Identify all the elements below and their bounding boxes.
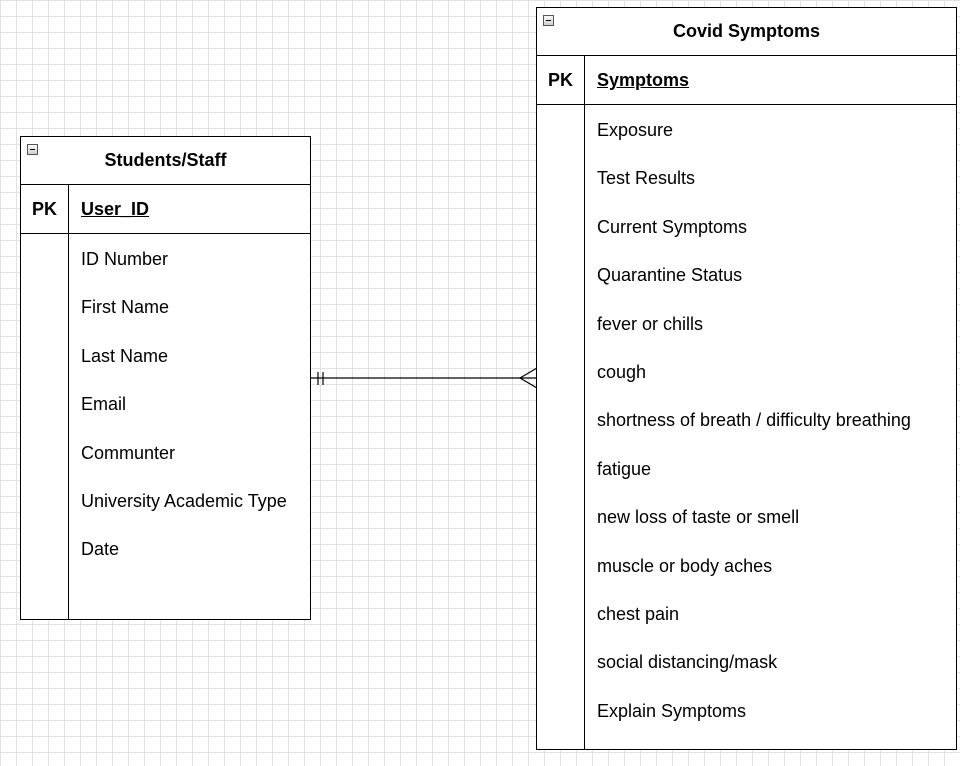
attribute-quarantine-status[interactable]: Quarantine Status [597, 265, 743, 286]
attribute-explain-symptoms[interactable]: Explain Symptoms [597, 700, 747, 721]
attribute-fatigue[interactable]: fatigue [597, 458, 652, 479]
covid-symptoms-pk-row[interactable]: PK Symptoms [537, 56, 956, 105]
students-staff-entity[interactable]: Students/Staff PK User_ID ID Number Firs… [20, 136, 311, 620]
pk-field-user-id[interactable]: User_ID [81, 199, 150, 219]
students-staff-pk-row[interactable]: PK User_ID [21, 185, 310, 234]
attribute-id-number[interactable]: ID Number [81, 249, 169, 269]
attribute-new-loss-of-taste-or-smell[interactable]: new loss of taste or smell [597, 507, 800, 528]
attribute-social-distancing-mask[interactable]: social distancing/mask [597, 652, 778, 673]
collapse-icon[interactable] [27, 144, 38, 155]
attribute-test-results[interactable]: Test Results [597, 168, 696, 189]
crows-foot-lower [519, 377, 538, 389]
collapse-icon[interactable] [543, 15, 554, 26]
key-column [537, 105, 585, 749]
attribute-current-symptoms[interactable]: Current Symptoms [597, 216, 748, 237]
attribute-communter[interactable]: Communter [81, 442, 176, 463]
attribute-shortness-of-breath[interactable]: shortness of breath / difficulty breathi… [597, 410, 911, 431]
key-column [21, 234, 69, 619]
covid-symptoms-entity[interactable]: Covid Symptoms PK Symptoms Exposure Test… [536, 7, 957, 750]
attribute-university-academic-type[interactable]: University Academic Type [81, 490, 287, 511]
covid-symptoms-title: Covid Symptoms [672, 21, 821, 41]
attribute-first-name[interactable]: First Name [81, 297, 170, 318]
attribute-fever-or-chills[interactable]: fever or chills [597, 313, 704, 334]
covid-symptoms-body: Exposure Test Results Current Symptoms Q… [537, 105, 956, 749]
covid-symptoms-attribute-list: Exposure Test Results Current Symptoms Q… [597, 105, 952, 734]
crows-foot-upper [519, 367, 538, 379]
pk-field-symptoms[interactable]: Symptoms [597, 70, 690, 90]
students-staff-title: Students/Staff [104, 150, 227, 170]
students-staff-attribute-list: ID Number First Name Last Name Email Com… [81, 234, 306, 573]
attribute-exposure[interactable]: Exposure [597, 120, 674, 140]
attribute-cough[interactable]: cough [597, 361, 647, 382]
attribute-last-name[interactable]: Last Name [81, 345, 169, 366]
students-staff-header[interactable]: Students/Staff [21, 137, 310, 185]
attribute-email[interactable]: Email [81, 394, 127, 415]
pk-label: PK [21, 185, 69, 233]
covid-symptoms-header[interactable]: Covid Symptoms [537, 8, 956, 56]
attribute-chest-pain[interactable]: chest pain [597, 603, 680, 624]
attribute-muscle-or-body-aches[interactable]: muscle or body aches [597, 555, 773, 576]
students-staff-body: ID Number First Name Last Name Email Com… [21, 234, 310, 619]
attribute-date[interactable]: Date [81, 539, 120, 560]
pk-label: PK [537, 56, 585, 104]
